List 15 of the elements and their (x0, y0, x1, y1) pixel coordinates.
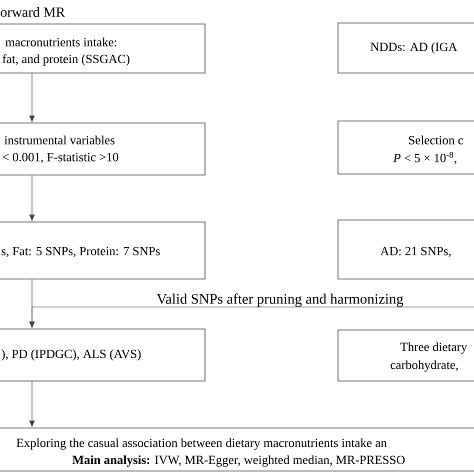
arrow (29, 306, 474, 328)
process-box: ), PD (IPDGC), ALS (AVS) (0, 328, 206, 382)
title: orward MR (0, 7, 66, 17)
process-box: Three dietary carbohydrate, (338, 330, 474, 382)
process-box: s, Fat: 5 SNPs, Protein: 7 SNPs (0, 222, 206, 280)
arrow (29, 175, 35, 221)
process-box: NDDs: AD (IGA (338, 22, 474, 74)
arrow (29, 73, 35, 122)
process-box: macronutrients intake: fat, and protein (SSGAC) (0, 24, 206, 74)
edge-label: Valid SNPs after pruning and harmonizing (156, 293, 404, 307)
process-box: Exploring the casual association between dietary macronutrients intake an Main analysis: IVW, MR-Egger, weighted median, MR-PRESSO (0, 428, 474, 472)
process-box: Selection c P < 5 × 10$^{-8}$, (338, 120, 474, 174)
arrow (29, 381, 35, 427)
process-box: instrumental variables < 0.001, F-statistic >10 (0, 122, 206, 176)
process-box: AD: 21 SNPs, (338, 220, 474, 280)
